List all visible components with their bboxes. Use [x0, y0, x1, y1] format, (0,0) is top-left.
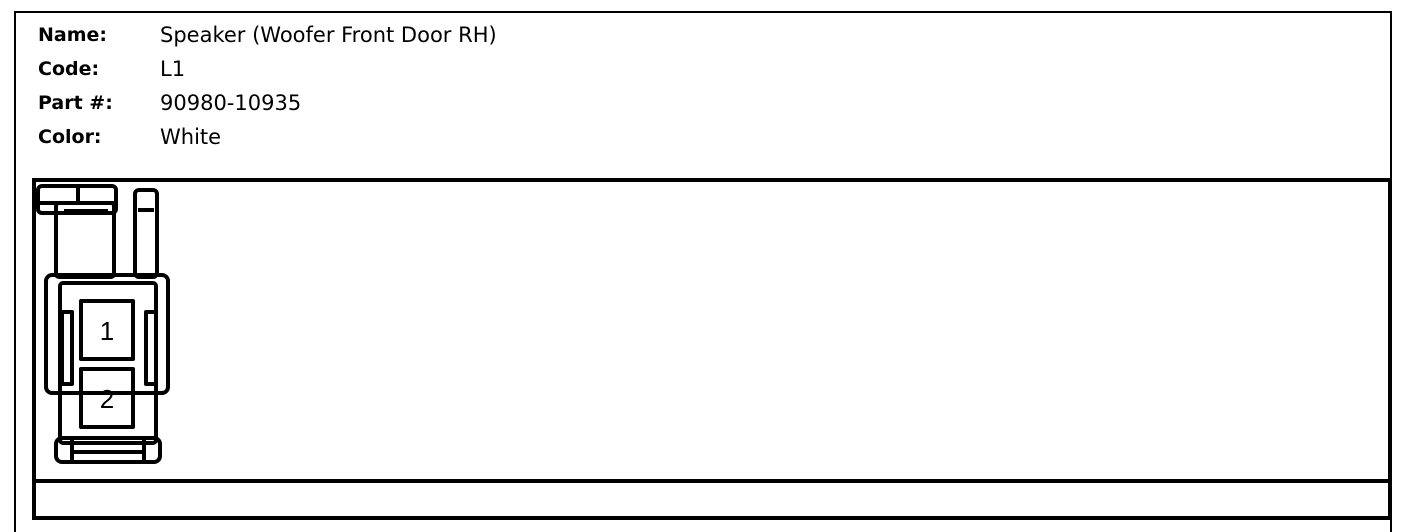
- name-value: Speaker (Woofer Front Door RH): [160, 23, 497, 47]
- connector-latch-tabs: [36, 184, 118, 215]
- diagram-frame: [32, 178, 1392, 520]
- connector-side-post: [133, 188, 159, 279]
- part-row: Part #: 90980-10935: [38, 86, 497, 120]
- pin-1-label: 1: [100, 316, 114, 346]
- color-value: White: [160, 125, 222, 149]
- code-label: Code:: [38, 58, 100, 80]
- connector-info: Name: Speaker (Woofer Front Door RH) Cod…: [38, 18, 497, 154]
- part-label: Part #:: [38, 92, 113, 114]
- code-value: L1: [160, 57, 186, 81]
- diagram-divider: [32, 479, 1392, 483]
- color-row: Color: White: [38, 120, 497, 154]
- code-row: Code: L1: [38, 52, 497, 86]
- pin-1-cavity: [79, 299, 135, 361]
- color-label: Color:: [38, 126, 102, 148]
- name-label: Name:: [38, 24, 108, 46]
- pin-2-cavity: [79, 367, 135, 429]
- name-row: Name: Speaker (Woofer Front Door RH): [38, 18, 497, 52]
- pin-2-label: 2: [100, 384, 114, 414]
- part-value: 90980-10935: [160, 91, 302, 115]
- connector-housing: [44, 273, 170, 464]
